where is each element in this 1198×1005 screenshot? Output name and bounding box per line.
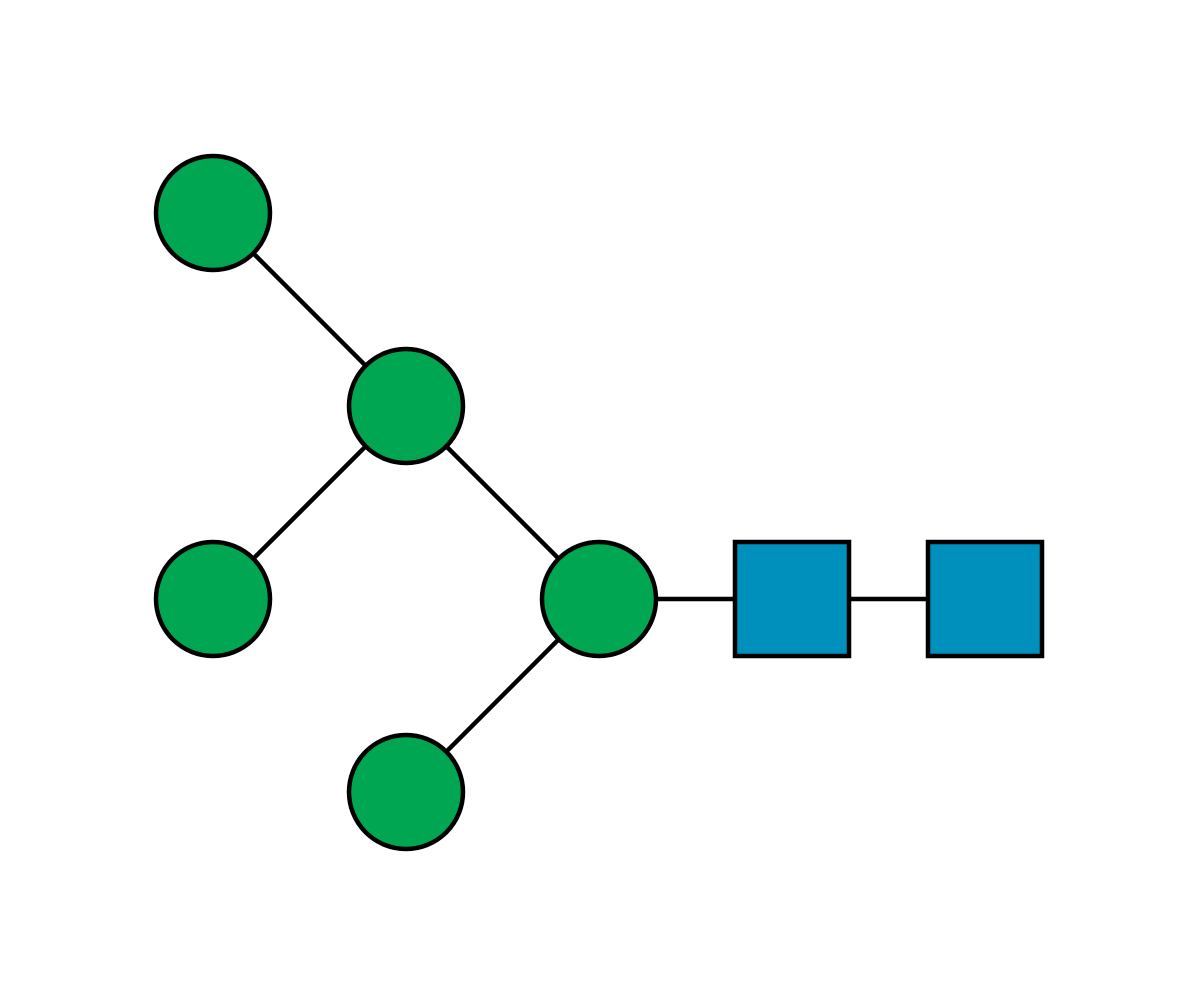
residue-mannose-terminal-left-green-circle-icon (153, 539, 273, 659)
residue-mannose-terminal-top-green-circle-icon (153, 153, 273, 273)
residue-glcnac-reducing-blue-square-icon (925, 539, 1045, 659)
residue-mannose-branch-upper-green-circle-icon (346, 346, 466, 466)
residue-glcnac-2-blue-square-icon (732, 539, 852, 659)
residue-mannose-core-green-circle-icon (539, 539, 659, 659)
residue-mannose-branch-lower-green-circle-icon (346, 732, 466, 852)
residues-layer (153, 153, 1045, 852)
